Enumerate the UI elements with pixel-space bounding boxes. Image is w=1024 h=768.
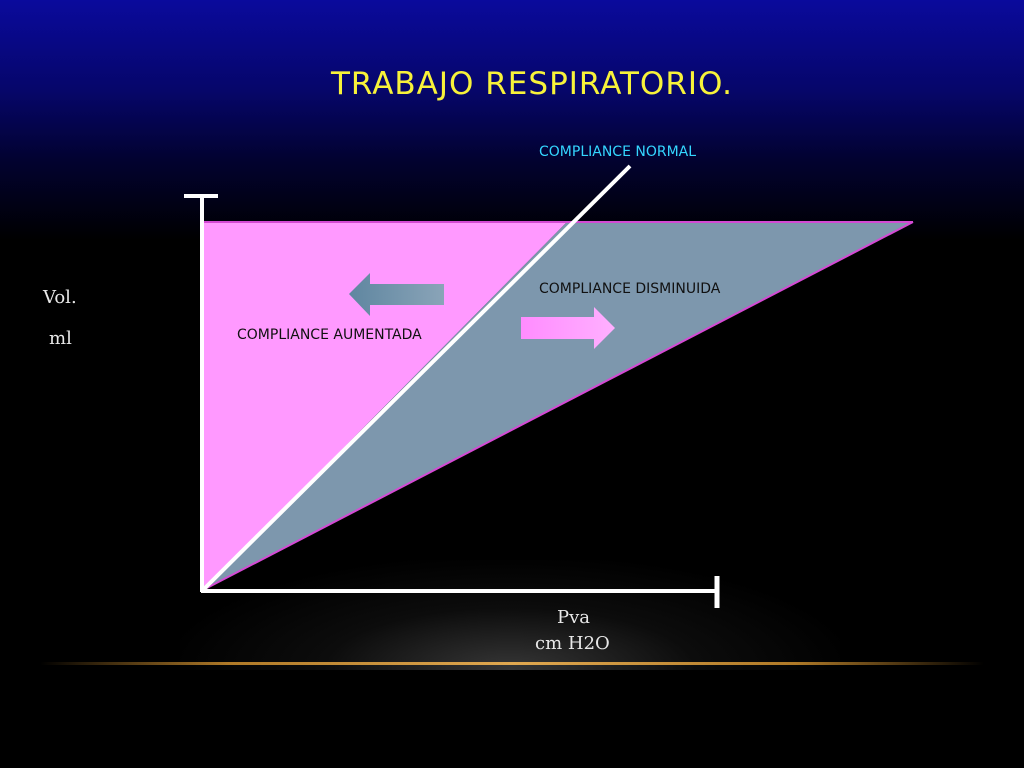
label-compliance-normal: COMPLIANCE NORMAL: [539, 144, 697, 160]
x-axis-label-pva: Pva: [557, 607, 591, 628]
y-axis-label-unit: ml: [49, 328, 72, 349]
arrow-left-icon: [349, 273, 444, 316]
label-compliance-aumentada: COMPLIANCE AUMENTADA: [237, 327, 422, 343]
label-compliance-disminuida: COMPLIANCE DISMINUIDA: [539, 281, 721, 297]
compliance-normal-line: [201, 164, 632, 592]
arrow-right-icon: [521, 307, 615, 349]
x-axis-label-unit: cm H2O: [535, 633, 610, 654]
disminuida-edge: [202, 221, 914, 591]
y-axis-label-vol: Vol.: [43, 287, 77, 308]
slide-title: TRABAJO RESPIRATORIO.: [330, 66, 734, 102]
gold-divider-line: [40, 662, 984, 665]
floor-glow: [180, 560, 840, 670]
